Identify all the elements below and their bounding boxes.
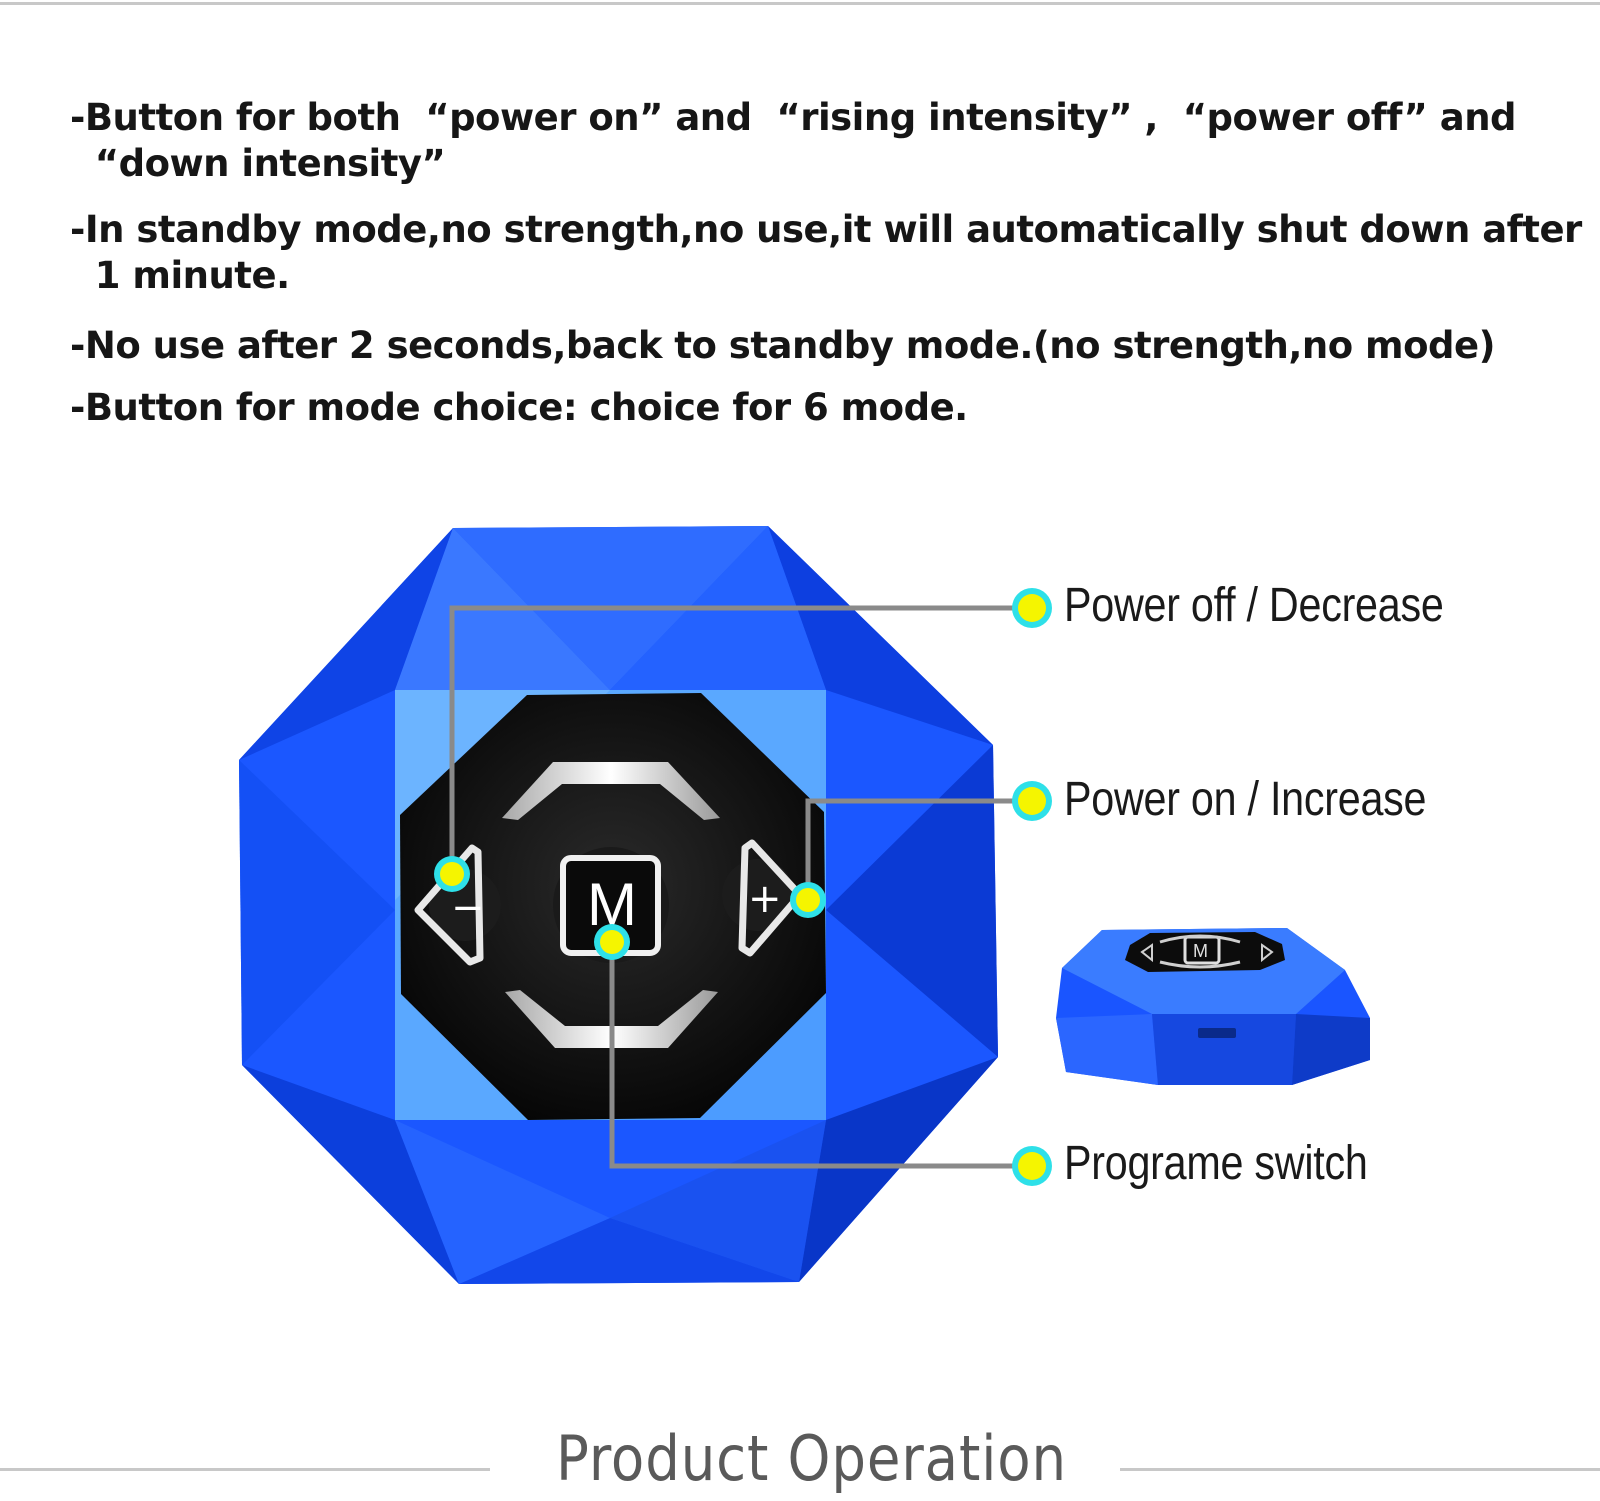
up-arc-button[interactable]	[502, 762, 720, 820]
down-arc-button[interactable]	[505, 990, 718, 1048]
plus-icon: +	[748, 876, 782, 922]
decrease-button[interactable]: −	[414, 844, 501, 966]
minus-icon: −	[451, 885, 485, 931]
instruction-line-1-cont: “down intensity”	[70, 142, 446, 185]
footer-title: Product Operation	[556, 1422, 1067, 1495]
instructions-block: -Button for both “power on” and “rising …	[70, 92, 1582, 434]
instruction-line-1: -Button for both “power on” and “rising …	[70, 96, 1517, 139]
footer-divider-left	[0, 1468, 490, 1471]
callout-power-on: Power on / Increase	[1064, 773, 1427, 826]
top-divider	[0, 2, 1600, 5]
callout-lines	[449, 605, 1015, 1169]
callout-power-off: Power off / Decrease	[1064, 579, 1444, 632]
footer-divider-right	[1120, 1468, 1600, 1471]
mode-button[interactable]: M	[553, 847, 669, 963]
instruction-line-3: -No use after 2 seconds,back to standby …	[70, 324, 1496, 367]
instruction-line-4: -Button for mode choice: choice for 6 mo…	[70, 386, 968, 429]
callout-program-switch: Programe switch	[1064, 1137, 1368, 1190]
device-side-view: M	[1056, 928, 1370, 1085]
increase-button[interactable]: +	[722, 839, 804, 957]
charging-port	[1198, 1028, 1236, 1038]
callout-dots	[434, 588, 1052, 1186]
device-illustration: − + M M	[239, 526, 1370, 1284]
mini-mode-label: M	[1193, 941, 1208, 961]
instruction-line-2-cont: 1 minute.	[70, 254, 290, 297]
instruction-line-2: -In standby mode,no strength,no use,it w…	[70, 208, 1582, 251]
